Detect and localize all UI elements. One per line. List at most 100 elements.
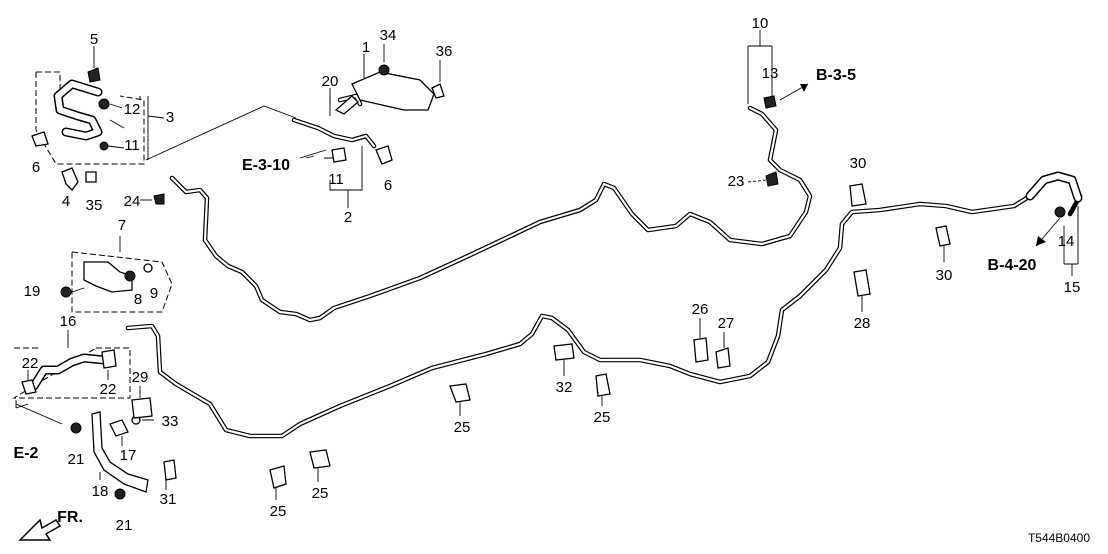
part-5-cap[interactable]	[87, 46, 101, 83]
part-30-clip-upper[interactable]	[849, 183, 867, 207]
callout-25-d: 25	[594, 409, 611, 426]
group-3-hose-assembly[interactable]	[35, 71, 165, 165]
callout-29: 29	[132, 369, 149, 386]
part-30-clip-lower[interactable]	[935, 225, 951, 262]
part-25-clip-b[interactable]	[309, 449, 331, 482]
callout-23: 23	[728, 173, 745, 190]
bolt-19-icon	[60, 286, 72, 298]
group-1-bracket[interactable]	[337, 44, 445, 111]
leader-e-3-10	[299, 149, 327, 159]
part-28-clip[interactable]	[853, 269, 871, 312]
nut-9-icon	[143, 263, 153, 273]
callout-9: 9	[150, 285, 158, 302]
callout-30-lower: 30	[936, 267, 953, 284]
callout-20: 20	[322, 73, 339, 90]
clip-11-icon	[99, 141, 109, 151]
group-14-15[interactable]	[1035, 206, 1079, 276]
callout-33: 33	[162, 413, 179, 430]
callout-4: 4	[62, 193, 70, 210]
callout-22-right: 22	[100, 381, 117, 398]
ref-e-3-10: E-3-10	[242, 157, 290, 174]
part-20-joint[interactable]	[329, 88, 359, 115]
callout-16: 16	[60, 313, 77, 330]
callout-2: 2	[344, 209, 352, 226]
part-24-clip[interactable]	[140, 193, 165, 205]
nut-12-icon	[98, 98, 110, 110]
part-6-grommet-left[interactable]	[31, 131, 49, 147]
callout-12: 12	[124, 101, 141, 118]
callout-7: 7	[118, 217, 126, 234]
callout-19: 19	[24, 283, 41, 300]
group-2-joint-pipe[interactable]	[145, 96, 393, 208]
nut-21-lower-icon	[114, 488, 126, 500]
callout-36: 36	[436, 43, 453, 60]
group-10-13[interactable]	[747, 30, 809, 109]
callout-21-upper: 21	[68, 451, 85, 468]
diagram-code: T544B0400	[1028, 531, 1090, 545]
clip-22-left-icon	[21, 379, 37, 395]
callout-22-left: 22	[22, 355, 39, 372]
clip-31-icon	[163, 459, 177, 481]
part-35-bolt[interactable]	[85, 171, 97, 183]
clip-22-icon	[101, 349, 117, 369]
group-7-valve-assembly[interactable]	[60, 236, 173, 313]
callout-6-mid: 6	[384, 177, 392, 194]
callout-26: 26	[692, 301, 709, 318]
callout-3: 3	[166, 109, 174, 126]
callout-27: 27	[718, 315, 735, 332]
callout-25-c: 25	[270, 503, 287, 520]
callout-32: 32	[556, 379, 573, 396]
callout-5: 5	[90, 31, 98, 48]
part-4-bracket[interactable]	[61, 167, 79, 191]
callout-10: 10	[752, 15, 769, 32]
callout-17: 17	[120, 447, 137, 464]
clip-29-icon	[131, 397, 153, 419]
callout-35: 35	[86, 197, 103, 214]
clip-17-icon	[109, 419, 129, 437]
ref-b-4-20: B-4-20	[988, 257, 1037, 274]
front-label: FR.	[57, 509, 83, 526]
callout-8: 8	[134, 291, 142, 308]
callout-28: 28	[854, 315, 871, 332]
callout-34: 34	[380, 27, 397, 44]
arrow-b420-icon	[1036, 236, 1046, 246]
callout-18: 18	[92, 483, 109, 500]
callout-30-upper: 30	[850, 155, 867, 172]
clip-11-icon	[331, 147, 347, 163]
callout-11-left: 11	[124, 137, 140, 154]
callout-31: 31	[160, 491, 177, 508]
arrow-b35-icon	[800, 84, 808, 92]
callout-13: 13	[762, 65, 779, 82]
nut-8-icon	[124, 270, 136, 282]
part-26-clip[interactable]	[693, 318, 709, 363]
bolt-36-icon	[431, 83, 445, 99]
part-32-clip[interactable]	[553, 343, 575, 376]
part-25-clip-c[interactable]	[269, 465, 287, 500]
lower-pipe-run	[125, 171, 1083, 439]
ref-b-3-5: B-3-5	[816, 67, 856, 84]
callout-25-a: 25	[454, 419, 471, 436]
reference-labels: B-3-5 E-3-10 B-4-20 E-2 FR.	[14, 67, 1037, 526]
callout-1: 1	[362, 39, 370, 56]
nut-34-icon	[378, 64, 390, 76]
callout-21-lower: 21	[116, 517, 133, 534]
callout-6-left: 6	[32, 159, 40, 176]
group-16-hose[interactable]	[12, 330, 131, 425]
part-25-clip-a[interactable]	[449, 383, 471, 416]
connector-13-icon	[763, 95, 777, 109]
part-23-clip[interactable]	[747, 171, 779, 187]
group-17-18-bracket[interactable]	[70, 386, 177, 500]
part-25-clip-d[interactable]	[595, 373, 611, 406]
ref-e-2: E-2	[14, 445, 39, 462]
part-27-clip[interactable]	[715, 332, 731, 369]
front-arrow-icon	[18, 518, 62, 541]
callout-25-b: 25	[312, 485, 329, 502]
callout-labels: 5 12 3 11 6 4 35 24 7 19 8 9 1 34 36 20 …	[22, 15, 1081, 534]
callout-11-mid: 11	[328, 171, 344, 188]
nut-21-upper-icon	[70, 422, 82, 434]
callout-24: 24	[124, 193, 141, 210]
callout-15: 15	[1064, 279, 1081, 296]
callout-14: 14	[1058, 233, 1075, 250]
grommet-6-icon	[375, 145, 393, 165]
